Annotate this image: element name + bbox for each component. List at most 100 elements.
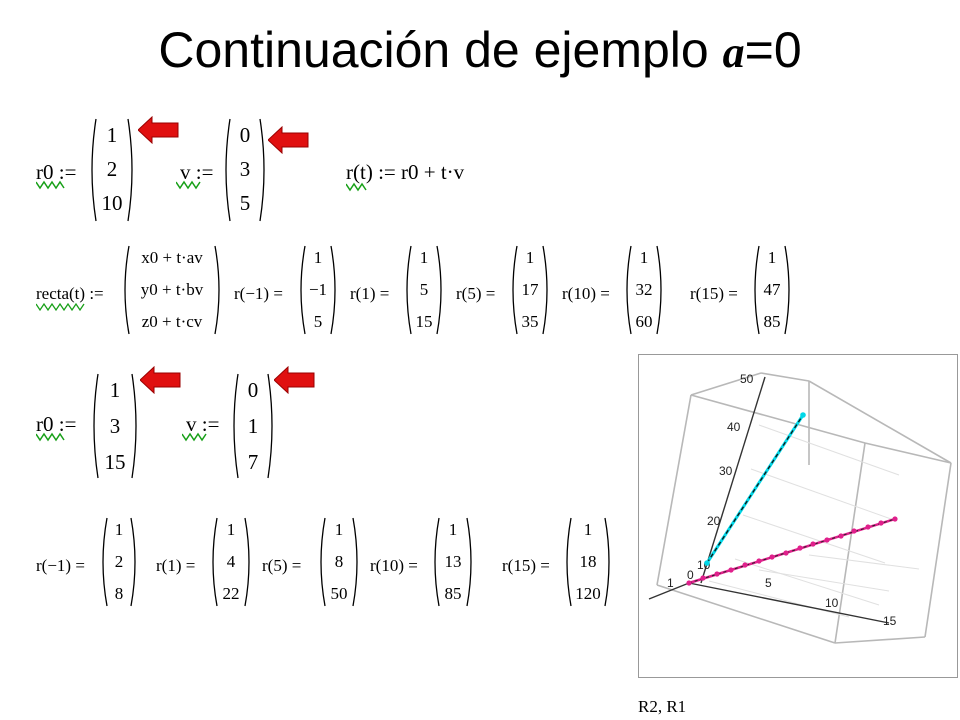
matrix-eval: 1 5 15 xyxy=(402,244,446,336)
red-arrow-left-icon xyxy=(268,126,309,154)
red-arrow-left-icon xyxy=(140,366,181,394)
eval-label: r(10) = xyxy=(370,556,418,575)
squiggle-underline-v-1 xyxy=(176,180,201,190)
z-tick-label: 40 xyxy=(727,420,741,434)
matrix-recta: x0 + t·av y0 + t·bv z0 + t·cv xyxy=(120,244,224,336)
squiggle-underline-r0-1 xyxy=(36,180,65,190)
recta-definition: recta(t) := xyxy=(36,284,104,303)
matrix-v-1: 0 3 5 xyxy=(220,117,270,223)
matrix-cell: 1 xyxy=(114,520,124,539)
matrix-cell: 1 xyxy=(767,248,777,267)
matrix-eval: 1 −1 5 xyxy=(296,244,340,336)
matrix-cell: 60 xyxy=(635,312,653,331)
3d-plot: 50 40 30 20 10 0 1 5 10 15 xyxy=(648,372,952,644)
corner-label: 0 xyxy=(687,568,694,582)
matrix-eval: 1 47 85 xyxy=(750,244,794,336)
plot-axes xyxy=(648,376,890,624)
matrix-cell: 1 xyxy=(525,248,535,267)
matrix-cell: 1 xyxy=(334,520,344,539)
matrix-cell: 1 xyxy=(583,520,593,539)
eval-label: r(15) = xyxy=(690,284,738,303)
matrix-cell: 5 xyxy=(419,280,429,299)
matrix-cell: 50 xyxy=(330,584,348,603)
r-of-t-definition: r(t) := r0 + t·v xyxy=(346,160,465,184)
matrix-cell: 32 xyxy=(635,280,653,299)
matrix-cell: 13 xyxy=(444,552,462,571)
z-tick-label: 20 xyxy=(707,514,721,528)
eval-label: r(−1) = xyxy=(234,284,283,303)
v-definition-1: v := xyxy=(180,160,214,184)
matrix-cell: 1 xyxy=(639,248,649,267)
matrix-cell: 1 xyxy=(106,123,118,147)
matrix-cell: 8 xyxy=(334,552,344,571)
matrix-cell: 18 xyxy=(579,552,597,571)
z-tick-label: 30 xyxy=(719,464,733,478)
matrix-cell: 7 xyxy=(247,450,259,474)
matrix-brackets xyxy=(91,118,133,222)
matrix-brackets xyxy=(626,245,662,335)
r0-definition-2: r0 := xyxy=(36,412,77,436)
matrix-r0-2: 1 3 15 xyxy=(88,372,142,480)
matrix-cell: 2 xyxy=(114,552,124,571)
z-tick-label: 50 xyxy=(740,372,754,386)
matrix-brackets xyxy=(566,517,610,607)
matrix-cell: 1 xyxy=(247,414,259,438)
matrix-cell: 85 xyxy=(444,584,462,603)
matrix-cell: 1 xyxy=(419,248,429,267)
squiggle-underline-r0-2 xyxy=(36,432,65,442)
matrix-cell: x0 + t·av xyxy=(141,248,203,267)
eval-label: r(5) = xyxy=(456,284,496,303)
matrix-brackets xyxy=(102,517,136,607)
eval-label: r(−1) = xyxy=(36,556,85,575)
matrix-cell: 4 xyxy=(226,552,236,571)
x-tick-label: 5 xyxy=(765,576,772,590)
matrix-eval: 1 17 35 xyxy=(508,244,552,336)
eval-label: r(1) = xyxy=(156,556,196,575)
matrix-cell: 47 xyxy=(763,280,781,299)
matrix-eval: 1 13 85 xyxy=(430,516,476,608)
eval-label: r(15) = xyxy=(502,556,550,575)
eval-label: r(1) = xyxy=(350,284,390,303)
series-cyan-line xyxy=(704,412,806,566)
matrix-eval: 1 32 60 xyxy=(622,244,666,336)
matrix-eval: 1 8 50 xyxy=(316,516,362,608)
matrix-cell: 5 xyxy=(313,312,323,331)
matrix-brackets xyxy=(225,118,265,222)
matrix-cell: 0 xyxy=(239,123,251,147)
matrix-brackets xyxy=(93,373,137,479)
matrix-cell: 1 xyxy=(313,248,323,267)
plot-box-edges xyxy=(656,372,952,644)
matrix-cell: 1 xyxy=(448,520,458,539)
matrix-cell: 120 xyxy=(575,584,601,603)
matrix-cell: 1 xyxy=(226,520,236,539)
squiggle-underline-v-2 xyxy=(182,432,207,442)
matrix-cell: y0 + t·bv xyxy=(140,280,204,299)
matrix-r0-1: 1 2 10 xyxy=(86,117,138,223)
matrix-cell: 35 xyxy=(521,312,539,331)
matrix-brackets xyxy=(212,517,250,607)
matrix-cell: 2 xyxy=(106,157,118,181)
matrix-cell: 15 xyxy=(415,312,433,331)
x-tick-label: 15 xyxy=(883,614,897,628)
eval-label: r(5) = xyxy=(262,556,302,575)
matrix-cell: 17 xyxy=(521,280,539,299)
red-arrow-left-icon xyxy=(138,116,179,144)
matrix-brackets xyxy=(434,517,472,607)
eval-label: r(10) = xyxy=(562,284,610,303)
matrix-brackets xyxy=(300,245,336,335)
page-title: Continuación de ejemplo a=0 xyxy=(158,22,802,78)
matrix-brackets xyxy=(406,245,442,335)
matrix-cell: 8 xyxy=(114,584,124,603)
matrix-eval: 1 4 22 xyxy=(208,516,254,608)
matrix-eval: 1 2 8 xyxy=(98,516,140,608)
corner-label: 1 xyxy=(667,576,674,590)
matrix-cell: 1 xyxy=(109,378,121,402)
x-tick-label: 10 xyxy=(825,596,839,610)
squiggle-underline-recta xyxy=(36,302,85,312)
3d-plot-panel[interactable]: 50 40 30 20 10 0 1 5 10 15 xyxy=(638,354,958,678)
matrix-v-2: 0 1 7 xyxy=(228,372,278,480)
matrix-brackets xyxy=(124,245,220,335)
matrix-cell: z0 + t·cv xyxy=(141,312,203,331)
matrix-cell: 5 xyxy=(239,191,251,215)
r0-definition-1: r0 := xyxy=(36,160,77,184)
